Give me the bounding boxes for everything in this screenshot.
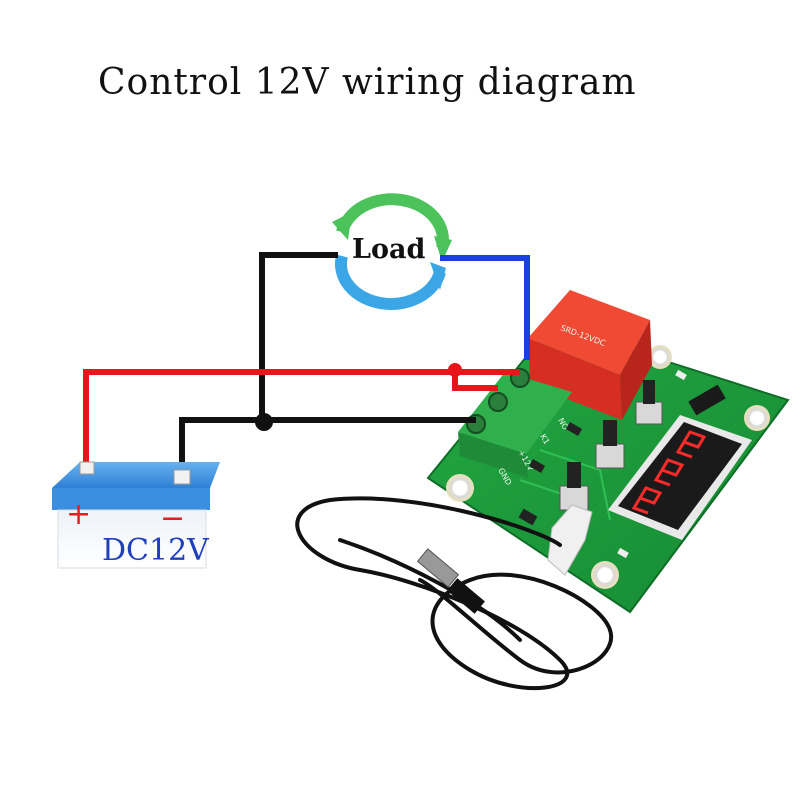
display-digit — [653, 458, 685, 487]
battery-label: DC12V — [102, 533, 210, 568]
positive-sign: + — [66, 497, 91, 532]
battery-terminal-negative — [173, 469, 191, 485]
mounting-hole — [591, 561, 619, 589]
load-label: Load — [352, 234, 425, 265]
mounting-hole — [648, 345, 672, 369]
temperature-probe — [416, 548, 485, 614]
pcb-button[interactable] — [635, 380, 663, 425]
wire-junction — [448, 363, 462, 377]
negative-sign: − — [160, 501, 185, 536]
negative-wire-main — [179, 417, 476, 472]
smd-components — [518, 369, 687, 559]
ic-chip — [688, 384, 726, 416]
sensor-connector — [547, 504, 593, 576]
display-digit — [631, 486, 663, 515]
temperature-sensor-cable — [295, 496, 614, 691]
arrow-head — [332, 212, 352, 240]
terminal-label: K1 — [538, 433, 551, 446]
wire-junction — [255, 413, 273, 431]
battery-terminal-positive — [79, 461, 95, 475]
pcb-button[interactable] — [595, 420, 625, 469]
relay: SRD-12VDC — [528, 290, 652, 420]
rotation-arrow-blue — [335, 254, 446, 310]
battery: + − DC12V — [52, 461, 220, 569]
arrow-head — [430, 262, 446, 290]
load-wire — [440, 255, 530, 360]
terminal-block — [458, 368, 572, 478]
arrow-head — [434, 236, 452, 262]
mounting-hole — [744, 405, 770, 431]
negative-wire — [259, 252, 338, 422]
pcb-trace — [539, 449, 611, 521]
display-digit — [675, 430, 707, 459]
diagram-title: Control 12V wiring diagram — [98, 62, 637, 103]
pcb-buttons — [559, 380, 663, 511]
terminal-screw — [488, 392, 508, 412]
mounting-hole — [446, 474, 474, 502]
seven-segment-display — [608, 415, 752, 540]
load-symbol: Load — [332, 193, 452, 310]
pcb-button[interactable] — [559, 462, 589, 511]
